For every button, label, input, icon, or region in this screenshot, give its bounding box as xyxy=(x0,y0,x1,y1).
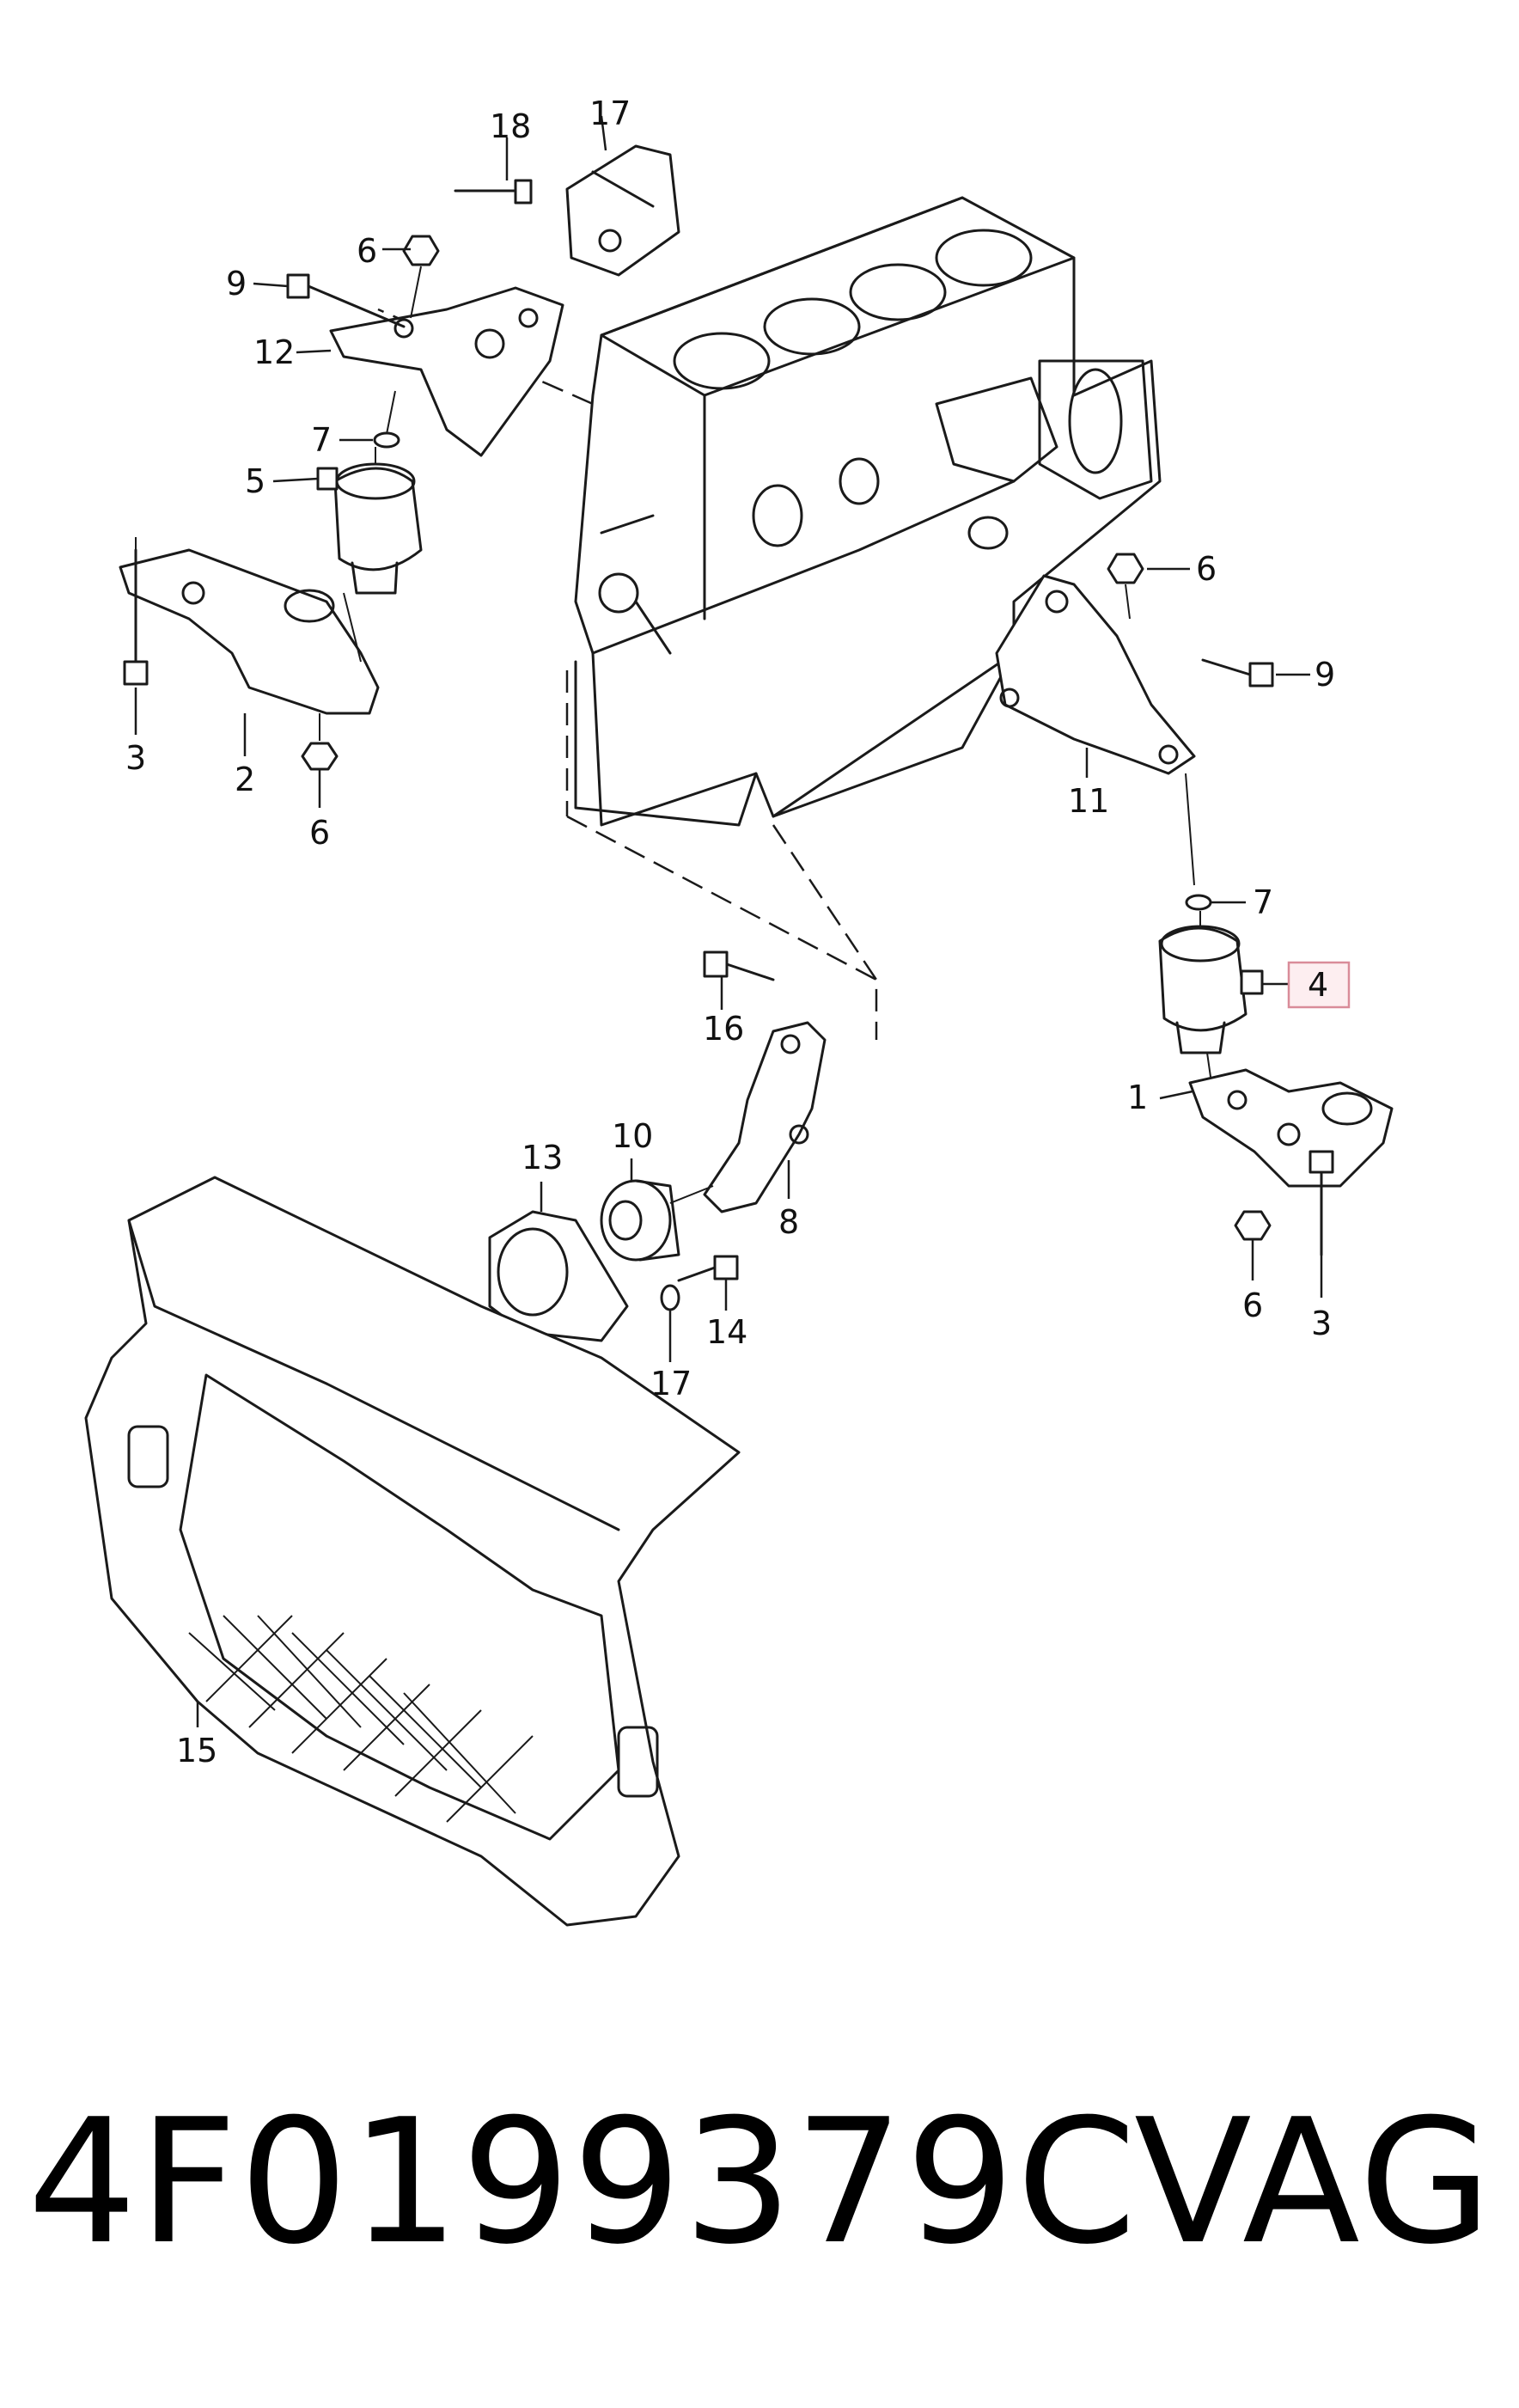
callout-2: 2 xyxy=(235,761,255,798)
washer-7-left xyxy=(373,431,400,449)
nut-6-right-bottom xyxy=(1234,1210,1272,1241)
assembly-guide-line xyxy=(565,670,878,1040)
callout-6-left: 6 xyxy=(309,814,330,852)
engine-mount-4 xyxy=(1158,911,1264,1054)
callout-6-top: 6 xyxy=(357,232,377,270)
callout-5: 5 xyxy=(245,462,265,500)
bushing-10 xyxy=(600,1179,680,1262)
support-arm-1 xyxy=(1188,1068,1394,1188)
bolt-14 xyxy=(677,1255,739,1282)
callout-3-right: 3 xyxy=(1311,1305,1332,1342)
callout-12: 12 xyxy=(253,333,295,371)
engine-block xyxy=(574,196,1162,827)
callout-labels: 18 17 6 9 12 7 5 3 2 6 6 9 11 7 4 1 6 3 … xyxy=(125,95,1335,1769)
callout-16: 16 xyxy=(703,1010,744,1048)
bolt-9-right xyxy=(1201,658,1274,688)
callout-6-right-bottom: 6 xyxy=(1242,1287,1263,1324)
nut-6-left xyxy=(301,742,339,771)
front-panel-15 xyxy=(84,1176,741,1927)
callout-9-left: 9 xyxy=(226,265,247,303)
support-arm-2 xyxy=(119,548,380,715)
part-number: 4F0199379C xyxy=(27,2082,1138,2283)
callout-4: 4 xyxy=(1308,966,1328,1004)
nut-6-right-top xyxy=(1107,553,1144,584)
callout-6-right-top: 6 xyxy=(1196,550,1217,588)
bracket-11 xyxy=(995,574,1196,775)
callout-18: 18 xyxy=(490,107,531,145)
callout-8: 8 xyxy=(778,1203,799,1241)
leader-lines xyxy=(134,115,1323,1727)
nut-6-top xyxy=(402,235,440,266)
bolt-16 xyxy=(703,950,775,981)
engine-mount-5 xyxy=(316,447,423,595)
brand-label: VAG xyxy=(1134,2082,1494,2283)
bracket-12 xyxy=(329,286,564,457)
bolt-3-right xyxy=(1309,1150,1334,1256)
bolt-9-left xyxy=(286,273,406,328)
washer-7-right xyxy=(1185,894,1212,911)
callout-9-right: 9 xyxy=(1315,656,1335,694)
callout-14: 14 xyxy=(706,1313,747,1351)
bolt-3-left xyxy=(123,537,149,686)
callout-1: 1 xyxy=(1127,1079,1148,1116)
callout-4-highlight xyxy=(1287,961,1351,1009)
callout-10: 10 xyxy=(612,1117,653,1155)
callout-3-left: 3 xyxy=(125,739,146,777)
bracket-17 xyxy=(565,144,680,277)
washer-17-lower xyxy=(660,1284,680,1311)
callout-13: 13 xyxy=(522,1139,563,1176)
callout-17-top: 17 xyxy=(589,95,631,132)
callout-15: 15 xyxy=(176,1732,217,1769)
callout-7-left: 7 xyxy=(311,421,332,459)
bracket-8 xyxy=(703,1021,827,1213)
rivet-18 xyxy=(454,179,533,205)
callout-7-right: 7 xyxy=(1253,883,1273,921)
callout-11: 11 xyxy=(1068,782,1109,820)
callout-17-lower: 17 xyxy=(650,1365,692,1403)
footer: 4F0199379C VAG xyxy=(0,2054,1519,2312)
